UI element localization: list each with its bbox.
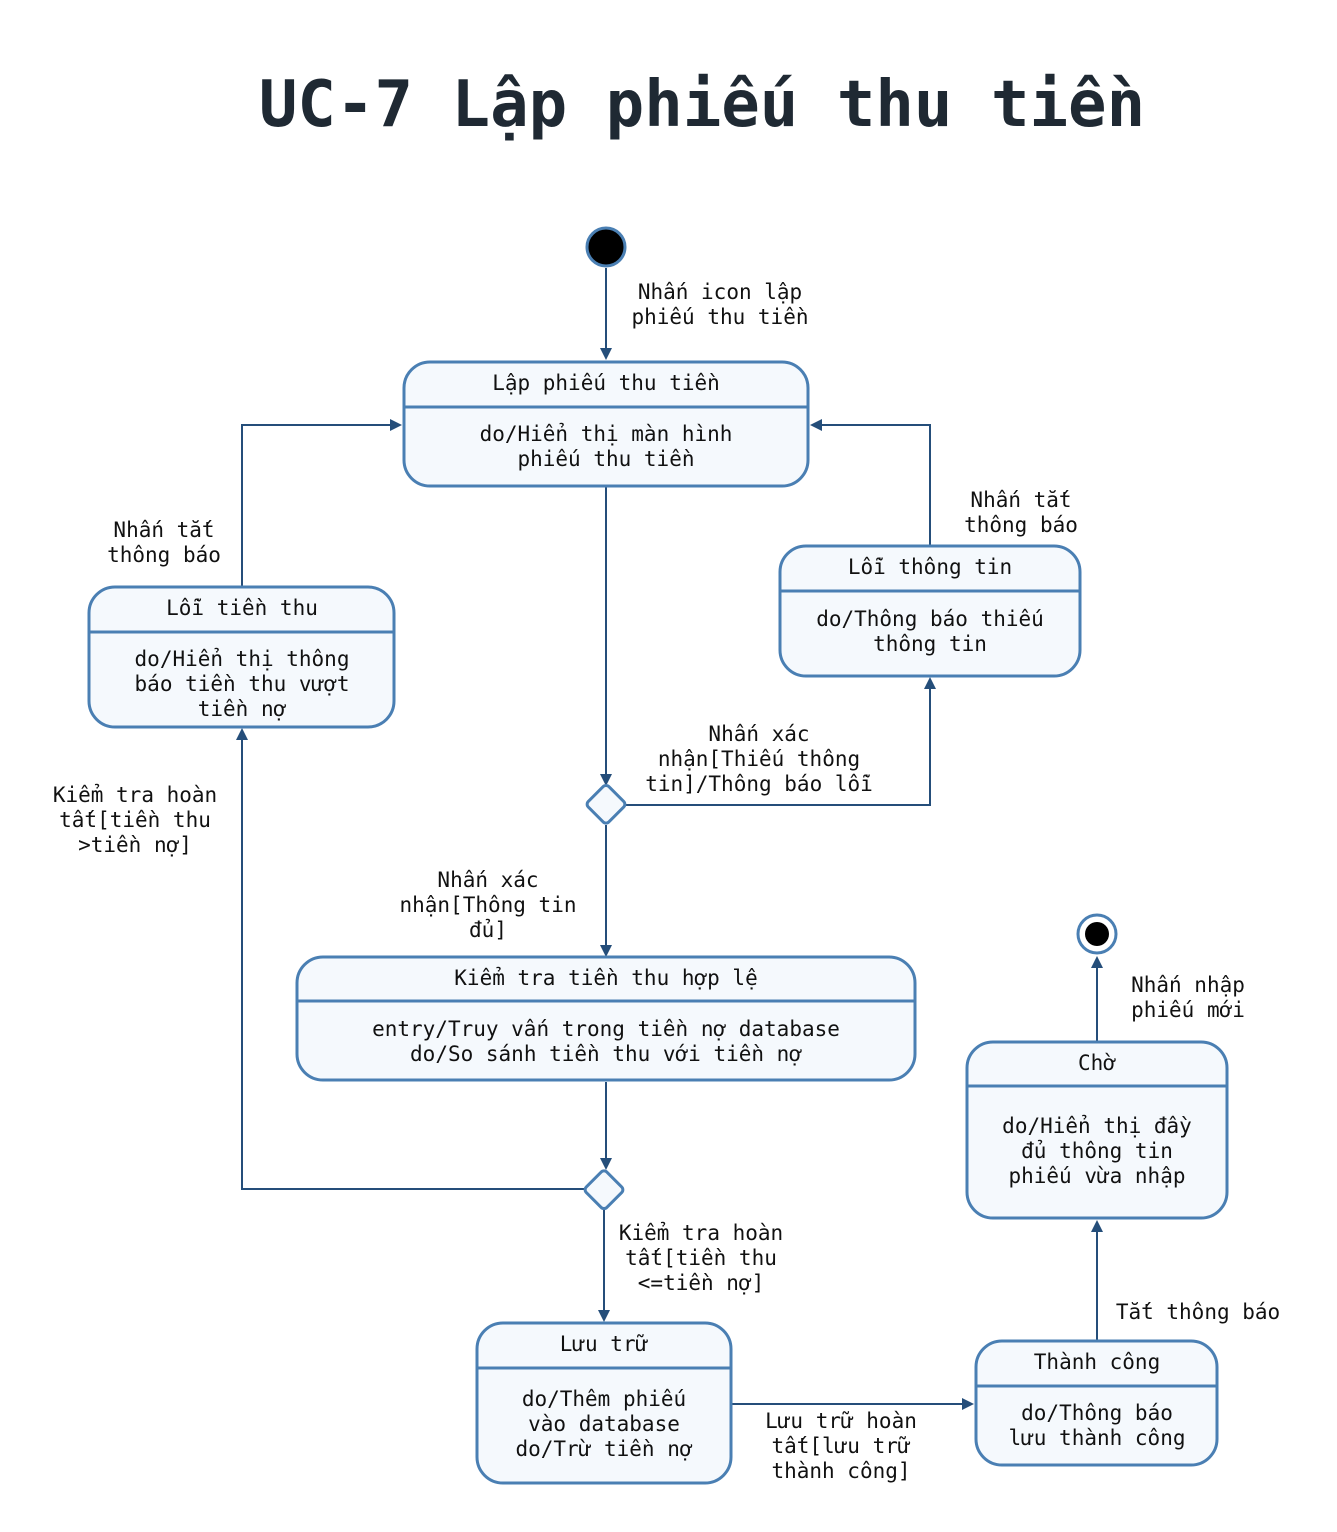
edge-label-line: Nhấn xác	[437, 868, 538, 892]
final-state-node	[1076, 913, 1118, 955]
edge-label-line: Tắt thông báo	[1116, 1300, 1280, 1324]
edge-label-line: phiếu thu tiền	[631, 305, 808, 329]
initial-state-node	[585, 226, 627, 268]
state-body-line: đủ thông tin	[1021, 1139, 1173, 1163]
state-body-line: do/So sánh tiền thu với tiền nợ	[410, 1042, 802, 1066]
label-tat-thong-bao-left: Nhấn tắt thông báo	[107, 518, 221, 567]
edges	[236, 268, 1103, 1410]
state-name: Lỗi thông tin	[848, 555, 1012, 579]
edge-label-line: <=tiền nợ]	[638, 1271, 764, 1295]
state-kiem-tra-tien-thu: Kiểm tra tiền thu hợp lệ entry/Truy vấn …	[295, 955, 917, 1082]
label-start: Nhấn icon lập phiếu thu tiền	[631, 280, 808, 329]
edge-label-line: tất[lưu trữ	[771, 1434, 910, 1458]
state-loi-tien-thu: Lỗi tiền thu do/Hiển thị thông báo tiền …	[87, 585, 396, 729]
state-body-line: do/Thông báo	[1021, 1401, 1173, 1425]
state-body-line: do/Thông báo thiếu	[816, 607, 1044, 631]
edge-label-line: tất[tiền thu	[59, 808, 211, 832]
edge-label-line: tin]/Thông báo lỗi	[645, 772, 873, 796]
state-name: Lỗi tiền thu	[166, 596, 318, 620]
edge-loi-tien-thu-to-lap-phieu	[241, 419, 402, 587]
edge-label-line: đủ]	[469, 918, 507, 942]
state-loi-thong-tin: Lỗi thông tin do/Thông báo thiếu thông t…	[778, 544, 1082, 678]
edge-label-line: Kiểm tra hoàn	[53, 783, 217, 807]
edge-label-line: Nhấn tắt	[970, 488, 1071, 512]
label-du-thong-tin: Nhấn xác nhận[Thông tin đủ]	[399, 868, 576, 942]
state-luu-tru: Lưu trữ do/Thêm phiếu vào database do/Tr…	[475, 1321, 733, 1485]
label-luu-thanh-cong: Lưu trữ hoàn tất[lưu trữ thành công]	[765, 1409, 917, 1483]
edge-label-line: Nhấn xác	[708, 722, 809, 746]
edge-label-line: Nhấn nhập	[1131, 973, 1245, 997]
edge-decision2-to-loi-tien-thu	[236, 728, 585, 1190]
state-body-line: entry/Truy vấn trong tiền nợ database	[372, 1017, 840, 1041]
decision-node-tien-thu	[583, 1169, 625, 1211]
label-tat-thong-bao-right: Nhấn tắt thông báo	[964, 488, 1078, 537]
label-thieu-thong-tin: Nhấn xác nhận[Thiếu thông tin]/Thông báo…	[645, 722, 873, 796]
state-body-line: lưu thành công	[1008, 1426, 1185, 1450]
edge-label-line: Nhấn icon lập	[638, 280, 802, 304]
state-cho: Chờ do/Hiển thị đầy đủ thông tin phiếu v…	[965, 1040, 1229, 1220]
label-tat-thong-bao-ok: Tắt thông báo	[1116, 1300, 1280, 1324]
state-body-line: thông tin	[873, 632, 987, 656]
edge-label-line: thông báo	[964, 513, 1078, 537]
label-hop-le: Kiểm tra hoàn tất[tiền thu <=tiền nợ]	[619, 1221, 783, 1295]
state-name: Lưu trữ	[560, 1332, 649, 1356]
edge-label-line: phiếu mới	[1131, 998, 1245, 1022]
state-thanh-cong: Thành công do/Thông báo lưu thành công	[974, 1339, 1219, 1467]
state-body-line: phiếu vừa nhập	[1008, 1164, 1185, 1188]
edge-label-line: thành công]	[771, 1459, 910, 1483]
edge-label-line: Nhấn tắt	[113, 518, 214, 542]
state-name: Lập phiếu thu tiền	[492, 371, 720, 395]
state-lap-phieu-thu-tien: Lập phiếu thu tiền do/Hiển thị màn hình …	[402, 360, 810, 488]
state-name: Kiểm tra tiền thu hợp lệ	[454, 966, 757, 990]
state-body-line: do/Hiển thị đầy	[1002, 1114, 1192, 1138]
edge-label-line: thông báo	[107, 543, 221, 567]
edge-label-line: Lưu trữ hoàn	[765, 1409, 917, 1433]
state-body-line: do/Thêm phiếu	[522, 1387, 686, 1411]
state-body-line: báo tiền thu vượt	[135, 672, 350, 696]
state-body-line: do/Hiển thị thông	[135, 647, 350, 671]
edge-decision1-to-loi-thong-tin	[626, 677, 936, 806]
edge-loi-thong-tin-to-lap-phieu	[810, 419, 931, 546]
state-name: Thành công	[1034, 1350, 1160, 1374]
label-nhap-moi: Nhấn nhập phiếu mới	[1131, 973, 1245, 1022]
edge-label-line: nhận[Thông tin	[399, 893, 576, 917]
state-body-line: phiếu thu tiền	[517, 447, 694, 471]
label-vuot-no: Kiểm tra hoàn tất[tiền thu >tiền nợ]	[53, 783, 217, 857]
state-body-line: do/Hiển thị màn hình	[480, 422, 733, 446]
state-body-line: vào database	[528, 1412, 680, 1436]
state-body-line: do/Trừ tiền nợ	[515, 1437, 692, 1461]
edge-label-line: >tiền nợ]	[78, 833, 192, 857]
state-body-line: tiền nợ	[198, 697, 287, 721]
state-name: Chờ	[1078, 1051, 1116, 1075]
decision-node-thong-tin	[585, 783, 627, 825]
edge-label-line: nhận[Thiếu thông	[658, 747, 860, 771]
edge-label-line: tất[tiền thu	[625, 1246, 777, 1270]
edge-label-line: Kiểm tra hoàn	[619, 1221, 783, 1245]
diagram-title: UC-7 Lập phiếu thu tiền	[259, 68, 1145, 142]
